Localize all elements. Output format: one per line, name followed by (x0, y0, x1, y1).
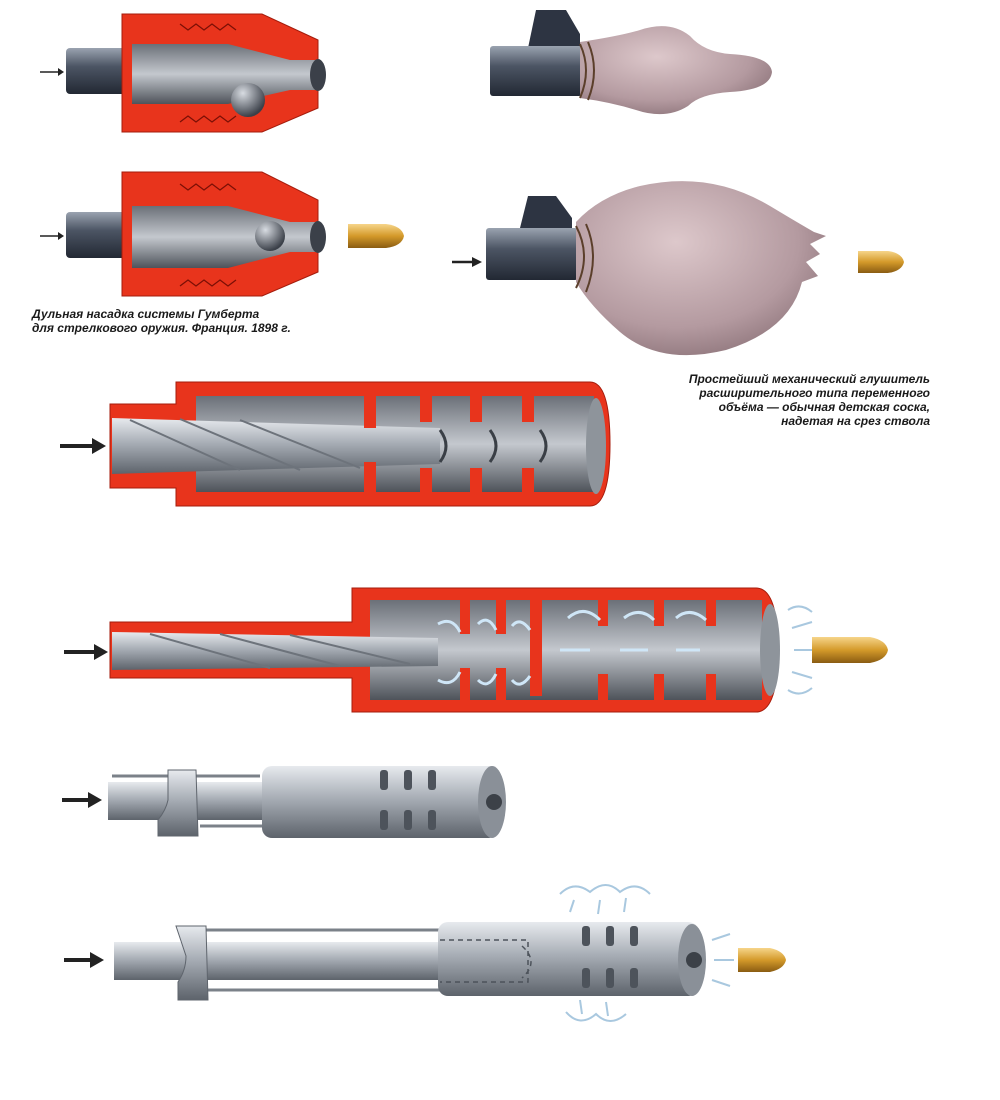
arrow-icon (64, 644, 108, 660)
mount-clamp (175, 925, 209, 1001)
arrow-icon (62, 792, 102, 808)
arrow-icon (40, 68, 64, 76)
baffle-stack (364, 396, 548, 494)
barrel (66, 212, 136, 258)
baffle-stack (460, 600, 716, 700)
caption-line: Простейший механический глушитель (688, 372, 930, 386)
suppressor-cutaway-2 (64, 587, 888, 713)
mount-clamp (157, 769, 199, 837)
baffle-teeth (179, 183, 237, 191)
gas-flow-icon (787, 605, 814, 695)
baffle-teeth (179, 23, 237, 31)
muzzle-cap (586, 398, 606, 494)
caption-line: объёма — обычная детская соска, (718, 400, 930, 414)
vent-slots (582, 926, 638, 988)
ball-valve-icon (255, 221, 285, 251)
external-suppressor-2 (64, 884, 786, 1022)
bore (686, 952, 702, 968)
arrow-icon (40, 232, 64, 240)
muzzle-opening (310, 221, 326, 253)
front-sight (528, 10, 580, 48)
barrel (114, 942, 454, 980)
external-suppressor-1 (62, 766, 506, 838)
rifling (149, 633, 411, 669)
ball-valve-icon (231, 83, 265, 117)
humbert-device-closed (40, 13, 326, 133)
bore (486, 794, 502, 810)
suppressor-body (262, 766, 498, 838)
rubber-pacifier-inflated (576, 181, 826, 356)
string-wrap (575, 223, 594, 293)
arrow-icon (64, 952, 104, 968)
string-wrap (579, 41, 595, 101)
arrow-icon (60, 438, 106, 454)
muzzle-opening (310, 59, 326, 91)
caption-humbert-device: Дульная насадка системы Гумберта для стр… (32, 307, 291, 335)
bullet-icon (348, 224, 404, 248)
rifled-barrel (112, 418, 440, 474)
caption-line: надетая на срез ствола (781, 414, 930, 428)
caption-line: Дульная насадка системы Гумберта (32, 307, 260, 321)
muzzle-cap (760, 604, 780, 696)
gas-flow-icon (559, 884, 734, 1022)
humbert-device-firing (40, 171, 404, 297)
bullet-icon (738, 948, 786, 972)
barrel (486, 228, 578, 280)
baffle-teeth (179, 279, 237, 287)
bullet-icon (812, 637, 888, 663)
arrow-icon (452, 257, 482, 267)
front-sight (520, 196, 572, 230)
barrel (66, 48, 136, 94)
barrel (490, 46, 582, 96)
rifled-barrel (112, 632, 438, 670)
vent-slots (380, 770, 436, 830)
suppressor-cutaway-1 (60, 381, 611, 507)
rifling (129, 418, 361, 471)
caption-line: для стрелкового оружия. Франция. 1898 г. (32, 321, 291, 335)
gas-flow-icon (437, 610, 707, 686)
rubber-pacifier (580, 26, 772, 115)
bullet-icon (858, 251, 904, 273)
internal-outline (440, 939, 532, 983)
pacifier-suppressor-firing (452, 181, 904, 356)
device-chamber (132, 44, 318, 104)
caption-pacifier-suppressor: Простейший механический глушитель расшир… (560, 372, 930, 428)
baffle-teeth (179, 115, 237, 123)
pacifier-suppressor-idle (490, 10, 772, 115)
suppressor-body (438, 922, 698, 996)
caption-line: расширительного типа переменного (699, 386, 930, 400)
